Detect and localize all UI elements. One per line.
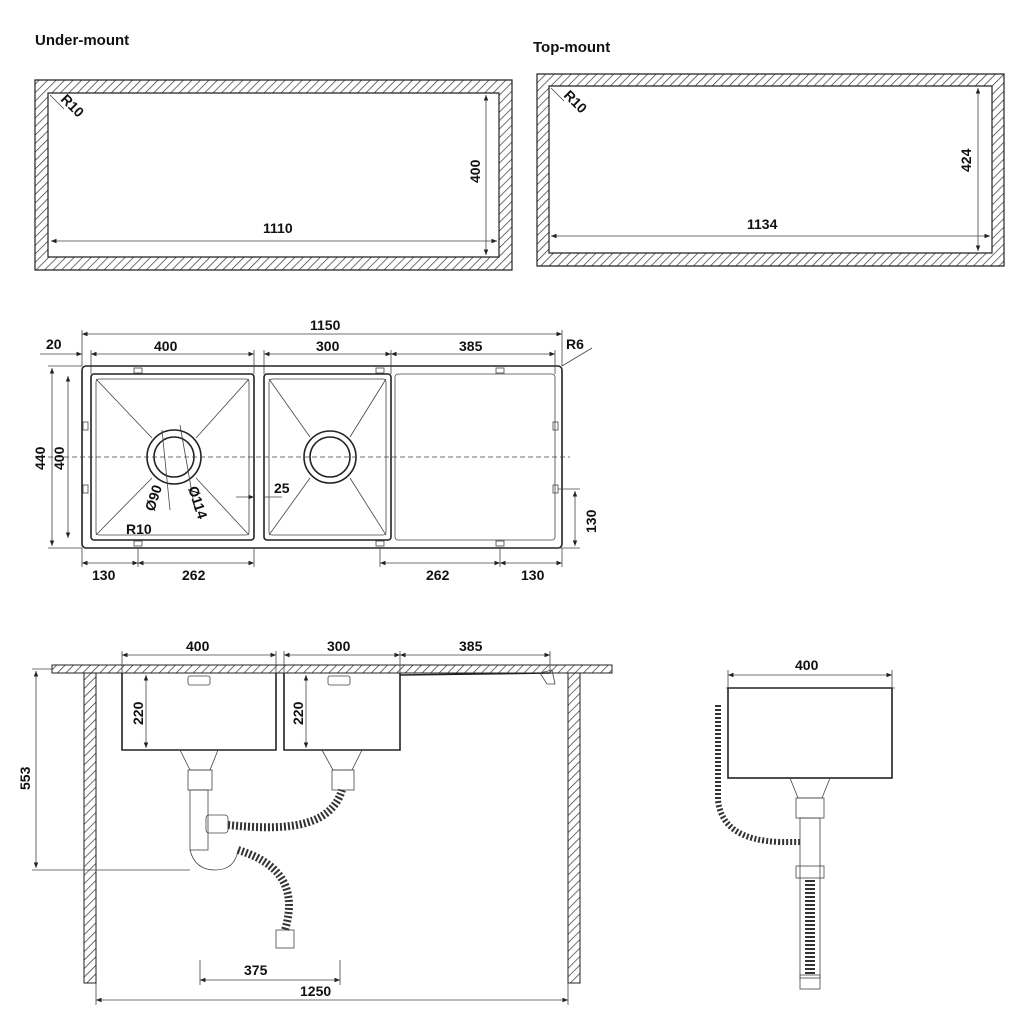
plan-bowl-depth: 400 [51, 446, 67, 470]
under-mount-title: Under-mount [35, 32, 129, 49]
plan-bowl-radius: R10 [126, 521, 152, 537]
plan-clip-side: 130 [583, 509, 599, 533]
plan-corner-radius: R6 [566, 336, 584, 352]
under-mount-cutout: R10 400 1110 [34, 79, 513, 271]
side-width: 400 [795, 657, 819, 673]
under-mount-radius: R10 [58, 91, 88, 121]
plan-view: 1150 20 400 300 385 R6 440 400 Ø90 Ø114 … [32, 317, 599, 583]
plan-total-depth: 440 [32, 446, 48, 470]
front-bowl1-width: 400 [186, 638, 210, 654]
front-trap-offset: 375 [244, 962, 268, 978]
plan-left-span: 262 [182, 567, 206, 583]
top-mount-title: Top-mount [533, 39, 610, 56]
plan-bowl2-width: 300 [316, 338, 340, 354]
under-mount-height: 400 [467, 159, 483, 183]
front-bowl1-depth: 220 [130, 701, 146, 725]
plan-waste-small: Ø90 [142, 483, 165, 513]
plan-edge: 20 [46, 336, 62, 352]
under-mount-width: 1110 [263, 220, 293, 236]
plan-drainer-width: 385 [459, 338, 483, 354]
top-mount-height: 424 [958, 148, 974, 172]
plan-left-offset: 130 [92, 567, 116, 583]
plan-gap: 25 [274, 480, 290, 496]
top-mount-width: 1134 [747, 216, 778, 232]
front-cabinet-width: 1250 [300, 983, 331, 999]
front-bowl2-width: 300 [327, 638, 351, 654]
front-cabinet-height: 553 [17, 766, 33, 790]
plan-bowl1-width: 400 [154, 338, 178, 354]
front-view: 400 300 385 220 220 553 375 1250 [17, 638, 613, 1005]
side-view: 400 [715, 657, 895, 990]
plan-total-width: 1150 [310, 317, 341, 333]
top-mount-cutout: R10 424 1134 [536, 73, 1005, 267]
front-drainer-width: 385 [459, 638, 483, 654]
front-bowl2-depth: 220 [290, 701, 306, 725]
plan-right-offset: 130 [521, 567, 545, 583]
plan-right-span: 262 [426, 567, 450, 583]
top-mount-radius: R10 [561, 87, 591, 117]
